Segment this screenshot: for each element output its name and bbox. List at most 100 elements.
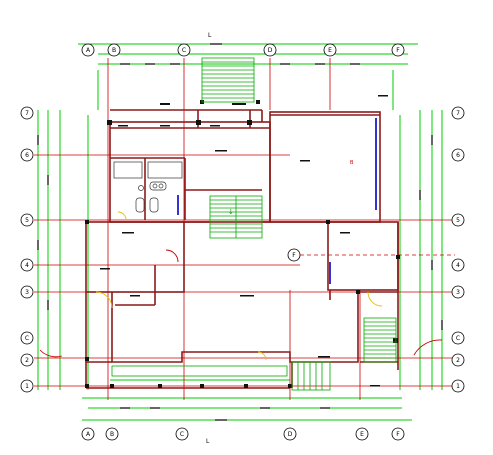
right-axis-bubbles: 7 6 5 4 3C 2 1 bbox=[451, 106, 465, 393]
right-axis-bubble-7-label: 1 bbox=[456, 383, 460, 390]
bottom-axis-bubble-4-circle bbox=[355, 427, 369, 441]
left-axis-bubble-6: 2 bbox=[20, 353, 34, 367]
top-axis-bubble-2: C bbox=[177, 43, 191, 57]
left-axis-bubble-0-label: 7 bbox=[25, 110, 29, 117]
top-mark: L bbox=[208, 32, 212, 39]
right-axis-bubble-2-circle bbox=[451, 213, 465, 227]
top-axis-bubble-5-circle bbox=[391, 43, 405, 57]
left-axis-bubble-2-circle bbox=[20, 213, 34, 227]
top-axis-bubble-5-label: F bbox=[396, 47, 400, 54]
stairs bbox=[111, 57, 397, 391]
bottom-axis-bubble-2-circle bbox=[175, 427, 189, 441]
left-axis-bubble-0-circle bbox=[20, 106, 34, 120]
left-axis-bubble-3: 4 bbox=[20, 258, 34, 272]
bottom-axis-bubble-3: D bbox=[283, 427, 297, 441]
top-axis-bubble-1-label: B bbox=[112, 47, 116, 54]
right-axis-bubble-7: 1 bbox=[451, 379, 465, 393]
left-axis-bubble-1: 6 bbox=[20, 148, 34, 162]
right-axis-bubble-4: 3 bbox=[451, 285, 465, 299]
top-axis-bubble-3-label: D bbox=[268, 47, 273, 54]
left-axis-bubble-6-label: 2 bbox=[25, 357, 29, 364]
bottom-axis-bubbles: A B C D E F bbox=[81, 427, 405, 441]
top-axis-bubbles: A B C D E F bbox=[81, 43, 405, 57]
right-axis-bubble-0: 7 bbox=[451, 106, 465, 120]
inner-axis-label: F bbox=[292, 252, 296, 259]
stair-arrow: ↓ bbox=[228, 208, 234, 216]
right-axis-bubble-6-circle bbox=[451, 353, 465, 367]
bottom-axis-bubble-5-label: F bbox=[396, 431, 400, 438]
dimension-lines bbox=[37, 43, 443, 421]
top-axis-bubble-1-circle bbox=[107, 43, 121, 57]
top-axis-bubble-2-circle bbox=[177, 43, 191, 57]
bottom-axis-bubble-4: E bbox=[355, 427, 369, 441]
dimension-ticks bbox=[37, 43, 443, 421]
red-mark: B bbox=[350, 160, 354, 166]
left-axis-bubble-4-circle bbox=[20, 285, 34, 299]
bottom-axis-bubble-5-circle bbox=[391, 427, 405, 441]
bottom-axis-bubble-3-circle bbox=[283, 427, 297, 441]
top-axis-bubble-4-label: E bbox=[328, 47, 332, 54]
top-axis-bubble-1: B bbox=[107, 43, 121, 57]
left-axis-bubble-1-label: 6 bbox=[25, 152, 29, 159]
inner-axis-bubble: F bbox=[287, 248, 301, 262]
columns bbox=[85, 100, 400, 388]
left-axis-bubble-0: 7 bbox=[20, 106, 34, 120]
left-axis-bubble-7-label: 1 bbox=[25, 383, 29, 390]
right-axis-bubble-7-circle bbox=[451, 379, 465, 393]
right-axis-bubble-0-label: 7 bbox=[456, 110, 460, 117]
right-axis-bubble-6: 2 bbox=[451, 353, 465, 367]
right-axis-bubble-6-label: 2 bbox=[456, 357, 460, 364]
left-axis-bubble-5: C bbox=[20, 331, 34, 345]
walls bbox=[85, 109, 399, 389]
bottom-axis-bubble-1-label: B bbox=[110, 431, 114, 438]
top-axis-bubble-0-circle bbox=[81, 43, 95, 57]
left-axis-bubble-4-label: 3 bbox=[25, 289, 29, 296]
right-axis-bubble-1-circle bbox=[451, 148, 465, 162]
right-axis-bubble-1: 6 bbox=[451, 148, 465, 162]
right-axis-bubble-0-circle bbox=[451, 106, 465, 120]
top-axis-bubble-2-label: C bbox=[182, 47, 186, 54]
bottom-axis-bubble-0-label: A bbox=[86, 431, 91, 438]
left-axis-bubble-7: 1 bbox=[20, 379, 34, 393]
bottom-axis-bubble-0: A bbox=[81, 427, 95, 441]
left-axis-bubble-3-circle bbox=[20, 258, 34, 272]
bottom-axis-bubble-3-label: D bbox=[288, 431, 293, 438]
left-axis-bubble-6-circle bbox=[20, 353, 34, 367]
doors bbox=[39, 211, 443, 361]
top-axis-bubble-0: A bbox=[81, 43, 95, 57]
right-axis-bubble-3: 4 bbox=[451, 258, 465, 272]
left-axis-bubble-4: 3 bbox=[20, 285, 34, 299]
right-axis-bubble-3-label: 4 bbox=[456, 262, 460, 269]
left-axis-bubble-2: 5 bbox=[20, 213, 34, 227]
left-axis-bubble-3-label: 4 bbox=[25, 262, 29, 269]
top-axis-bubble-4: E bbox=[323, 43, 337, 57]
left-axis-bubble-7-circle bbox=[20, 379, 34, 393]
right-axis-bubble-2-label: 5 bbox=[456, 217, 460, 224]
bottom-axis-bubble-4-label: E bbox=[360, 431, 364, 438]
right-axis-bubble-3-circle bbox=[451, 258, 465, 272]
left-axis-bubble-5-circle bbox=[20, 331, 34, 345]
right-axis-bubble-5-label: C bbox=[456, 335, 460, 342]
left-axis-bubble-5-label: C bbox=[25, 335, 29, 342]
bottom-axis-bubble-2-label: C bbox=[180, 431, 184, 438]
bottom-mark: L bbox=[206, 438, 210, 445]
room-annotations bbox=[100, 95, 388, 387]
top-axis-bubble-4-circle bbox=[323, 43, 337, 57]
bathroom-fixtures bbox=[113, 161, 183, 213]
top-axis-bubble-3-circle bbox=[263, 43, 277, 57]
right-axis-bubble-4-label: 3 bbox=[456, 289, 460, 296]
bottom-axis-bubble-2: C bbox=[175, 427, 189, 441]
right-axis-bubble-5: C bbox=[451, 331, 465, 345]
right-axis-bubble-2: 5 bbox=[451, 213, 465, 227]
right-axis-bubble-4-circle bbox=[451, 285, 465, 299]
bottom-axis-bubble-1-circle bbox=[105, 427, 119, 441]
left-axis-bubble-2-label: 5 bbox=[25, 217, 29, 224]
left-axis-bubbles: 7 6 5 4 3C 2 1 bbox=[20, 106, 34, 393]
bottom-axis-bubble-5: F bbox=[391, 427, 405, 441]
windows bbox=[177, 118, 377, 284]
bottom-axis-bubble-1: B bbox=[105, 427, 119, 441]
top-axis-bubble-5: F bbox=[391, 43, 405, 57]
right-axis-bubble-1-label: 6 bbox=[456, 152, 460, 159]
